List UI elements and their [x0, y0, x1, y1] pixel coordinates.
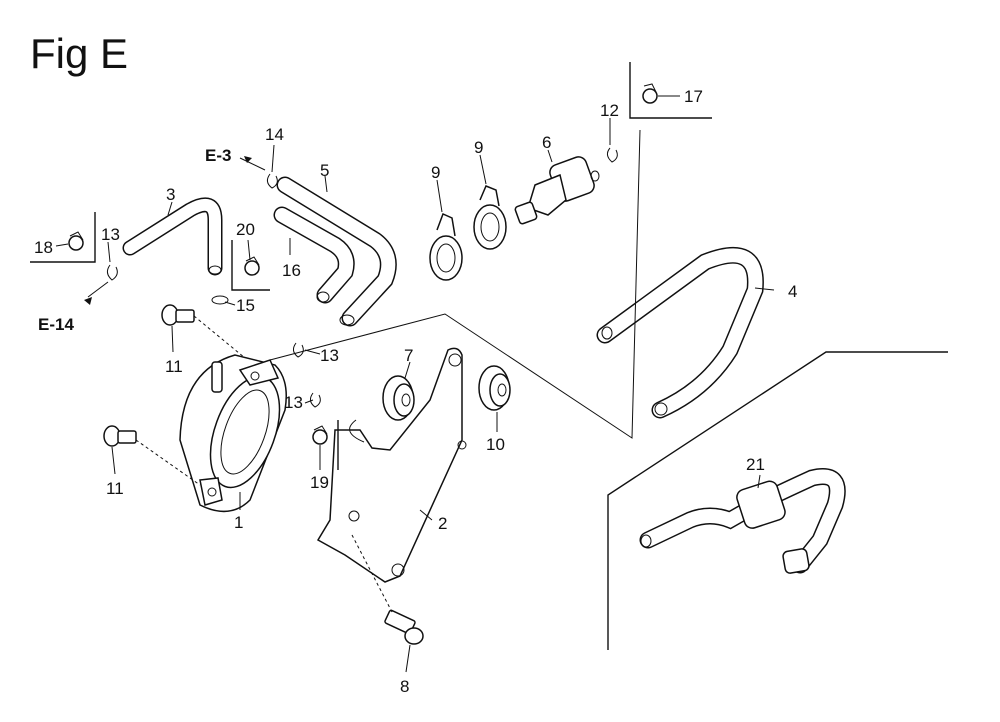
- part-16-hose: [273, 206, 355, 304]
- ref-e14: E-14: [38, 315, 74, 334]
- leader-lines: [55, 95, 775, 673]
- arrow-e14: [84, 297, 92, 305]
- callout-13b: 13: [320, 346, 339, 365]
- callout-8: 8: [400, 677, 409, 696]
- part-5-hose: [276, 176, 397, 327]
- callout-18: 18: [34, 238, 53, 257]
- callout-4: 4: [788, 282, 797, 301]
- callout-5: 5: [320, 161, 329, 180]
- region-lines: [30, 62, 948, 650]
- callout-19: 19: [310, 473, 329, 492]
- part-20-clip: [244, 256, 260, 276]
- part-14-clip: [266, 173, 278, 189]
- callout-9b: 9: [474, 138, 483, 157]
- part-11-bolt-a: [161, 304, 246, 359]
- callout-17: 17: [684, 87, 703, 106]
- part-19-clip: [312, 425, 328, 445]
- part-11-bolt-b: [103, 425, 201, 486]
- part-21-hose: [639, 468, 846, 574]
- part-6-valve: [514, 156, 600, 225]
- part-4-hose: [596, 246, 764, 419]
- callout-13c: 13: [284, 393, 303, 412]
- callout-7: 7: [404, 346, 413, 365]
- arrow-e3: [244, 156, 252, 163]
- part-3-hose: [122, 197, 223, 276]
- callout-11b: 11: [106, 479, 124, 498]
- part-7-grommet: [382, 375, 415, 421]
- callout-3: 3: [166, 185, 175, 204]
- part-1-pump: [179, 354, 287, 513]
- part-13-clip-a: [106, 264, 118, 281]
- callout-11a: 11: [165, 357, 183, 376]
- part-9-clamp-b: [473, 185, 507, 250]
- callout-12: 12: [600, 101, 619, 120]
- callout-14: 14: [265, 125, 284, 144]
- ref-e3: E-3: [205, 146, 231, 165]
- callout-21: 21: [746, 455, 765, 474]
- part-9-clamp-a: [429, 212, 463, 281]
- callout-9a: 9: [431, 163, 440, 182]
- part-17-clip: [642, 83, 658, 104]
- figure-title: Fig E: [30, 30, 128, 77]
- part-13-clip-b: [292, 342, 304, 358]
- part-10-grommet: [478, 365, 511, 411]
- callout-15: 15: [236, 296, 255, 315]
- callout-16: 16: [282, 261, 301, 280]
- callout-1: 1: [234, 513, 243, 532]
- part-15-clip: [211, 295, 229, 305]
- callout-6: 6: [542, 133, 551, 152]
- callout-2: 2: [438, 514, 447, 533]
- callout-10: 10: [486, 435, 505, 454]
- part-18-clip: [68, 231, 84, 251]
- part-12-clip: [606, 147, 618, 163]
- callout-20: 20: [236, 220, 255, 239]
- callout-13a: 13: [101, 225, 120, 244]
- part-13-clip-c: [309, 392, 321, 408]
- part-8-bolt: [351, 534, 424, 645]
